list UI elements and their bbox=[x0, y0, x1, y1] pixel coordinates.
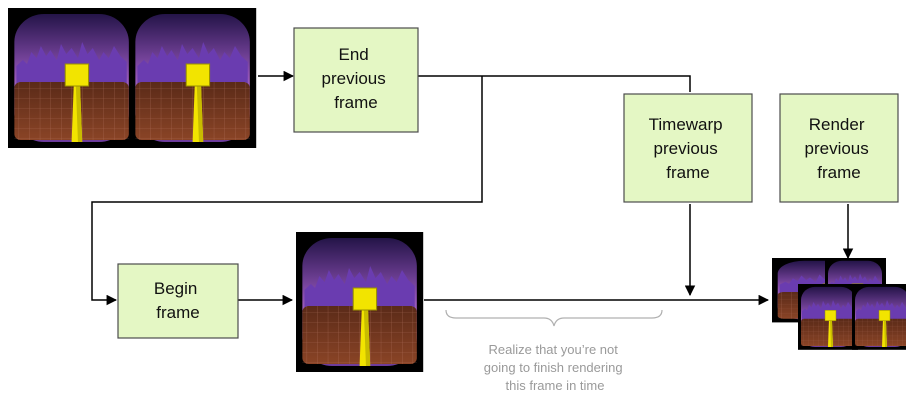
box-begin-frame: Begin frame bbox=[117, 263, 239, 339]
box-render-previous-frame: Render previous frame bbox=[779, 93, 899, 203]
line-end-frame-to-timewarp bbox=[418, 75, 691, 92]
timing-annotation: Realize that you’re not going to finish … bbox=[484, 342, 626, 393]
begin-frame-line-2: frame bbox=[156, 303, 199, 322]
end-previous-frame-line-3: frame bbox=[334, 93, 377, 112]
box-end-previous-frame: End previous frame bbox=[293, 27, 419, 133]
svg-text:Render previous fr: Render previous frame bbox=[805, 115, 874, 182]
svg-text:Begin frame: Begin frame bbox=[154, 279, 202, 322]
single-frame-vr-view bbox=[295, 231, 424, 373]
annotation-line-3: this frame in time bbox=[506, 378, 605, 393]
svg-text:Timewarp previous: Timewarp previous frame bbox=[649, 115, 728, 182]
begin-frame-line-1: Begin bbox=[154, 279, 197, 298]
end-previous-frame-line-2: previous bbox=[322, 69, 386, 88]
stereo-vr-view-right-eye bbox=[128, 7, 257, 149]
svg-text:End previous frame: End previous frame bbox=[322, 45, 391, 112]
render-line-3: frame bbox=[817, 163, 860, 182]
arrow-loop-to-begin-frame bbox=[91, 76, 483, 306]
stacked-output-frames bbox=[771, 257, 906, 351]
render-line-1: Render bbox=[809, 115, 865, 134]
connector-arrows bbox=[91, 70, 854, 306]
annotation-line-1: Realize that you’re not bbox=[489, 342, 619, 357]
timing-brace bbox=[445, 309, 663, 327]
timewarp-line-2: previous bbox=[654, 139, 718, 158]
render-line-2: previous bbox=[805, 139, 869, 158]
timewarp-line-1: Timewarp bbox=[649, 115, 723, 134]
end-previous-frame-line-1: End bbox=[339, 45, 369, 64]
timewarp-line-3: frame bbox=[666, 163, 709, 182]
annotation-line-2: going to finish rendering bbox=[484, 360, 623, 375]
box-timewarp-previous-frame: Timewarp previous frame bbox=[623, 93, 753, 203]
stereo-vr-view-left-eye bbox=[7, 7, 136, 149]
